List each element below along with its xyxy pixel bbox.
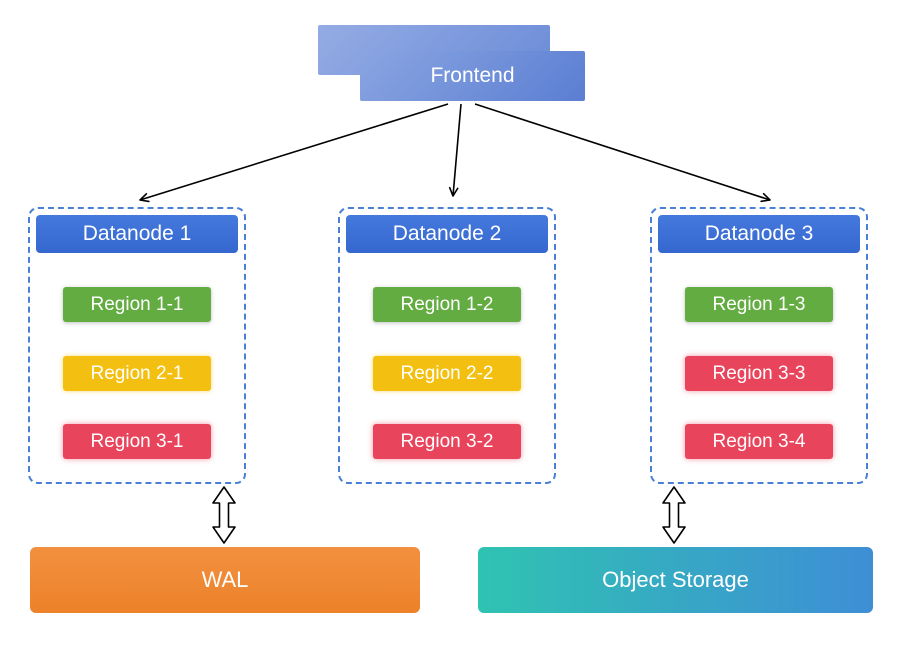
wal-box: WAL xyxy=(30,547,420,613)
datanode-3-header: Datanode 3 xyxy=(658,215,860,253)
region-box: Region 3-3 xyxy=(685,356,833,391)
region-box: Region 1-2 xyxy=(373,287,521,322)
datanode-2-label: Datanode 2 xyxy=(392,222,502,245)
frontend-to-datanode1-arrow xyxy=(139,103,449,203)
frontend-label: Frontend xyxy=(430,64,515,87)
region-box: Region 2-2 xyxy=(373,356,521,391)
region-box: Region 2-1 xyxy=(63,356,211,391)
datanode-1-header: Datanode 1 xyxy=(36,215,238,253)
region-box: Region 3-4 xyxy=(685,424,833,459)
datanode1-wal-double-arrow xyxy=(212,486,236,544)
datanode-1-container: Datanode 1 Region 1-1 Region 2-1 Region … xyxy=(28,207,246,484)
datanode3-objectstorage-double-arrow xyxy=(662,486,686,544)
region-label: Region 3-3 xyxy=(712,362,806,384)
wal-label: WAL xyxy=(201,567,249,592)
region-label: Region 1-2 xyxy=(400,293,494,315)
frontend-to-datanode2-arrow xyxy=(448,103,462,197)
region-label: Region 1-1 xyxy=(90,293,184,315)
region-label: Region 1-3 xyxy=(712,293,806,315)
region-box: Region 3-2 xyxy=(373,424,521,459)
frontend-box: Frontend xyxy=(360,51,585,101)
region-label: Region 2-1 xyxy=(90,362,184,384)
datanode-2-header: Datanode 2 xyxy=(346,215,548,253)
datanode-2-container: Datanode 2 Region 1-2 Region 2-2 Region … xyxy=(338,207,556,484)
region-box: Region 1-1 xyxy=(63,287,211,322)
region-label: Region 3-1 xyxy=(90,430,184,452)
region-label: Region 3-4 xyxy=(712,430,806,452)
frontend-to-datanode3-arrow xyxy=(474,103,771,203)
region-box: Region 1-3 xyxy=(685,287,833,322)
datanode-3-label: Datanode 3 xyxy=(704,222,814,245)
region-label: Region 2-2 xyxy=(400,362,494,384)
datanode-1-label: Datanode 1 xyxy=(82,222,192,245)
object-storage-box: Object Storage xyxy=(478,547,873,613)
region-box: Region 3-1 xyxy=(63,424,211,459)
region-label: Region 3-2 xyxy=(400,430,494,452)
object-storage-label: Object Storage xyxy=(602,567,749,592)
datanode-3-container: Datanode 3 Region 1-3 Region 3-3 Region … xyxy=(650,207,868,484)
